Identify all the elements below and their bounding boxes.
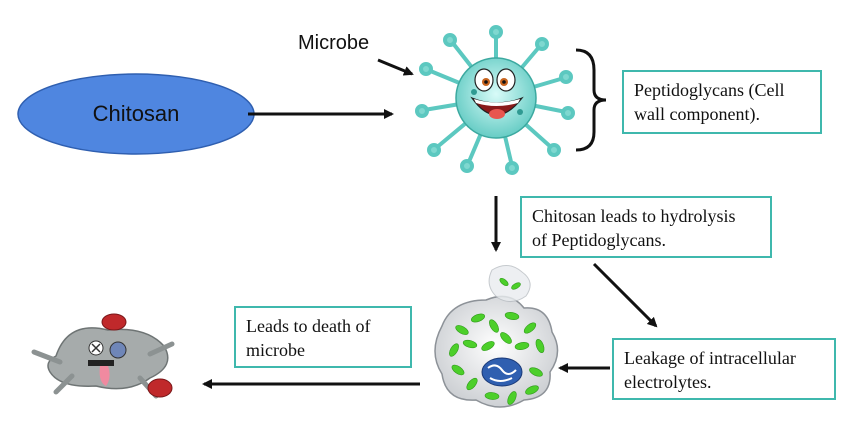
leakage-line-2: electrolytes.	[624, 372, 712, 392]
peptidoglycans-box: Peptidoglycans (Cell wall component).	[622, 70, 822, 134]
nucleus-icon	[481, 357, 523, 387]
death-line-2: microbe	[246, 340, 305, 360]
arrow-label-to-microbe	[377, 58, 414, 76]
microbe-label: Microbe	[298, 32, 370, 54]
death-line-1: Leads to death of	[246, 316, 371, 336]
peptidoglycans-line-1: Peptidoglycans (Cell	[634, 80, 785, 100]
leakage-box: Leakage of intracellular electrolytes.	[612, 338, 836, 400]
lysed-cell-icon	[434, 265, 559, 408]
leakage-line-1: Leakage of intracellular	[624, 348, 796, 368]
arrow-to-leakage	[592, 262, 658, 328]
hydrolysis-line-1: Chitosan leads to hydrolysis	[532, 206, 736, 226]
peptidoglycans-line-2: wall component).	[634, 104, 760, 124]
death-box: Leads to death of microbe	[234, 306, 412, 368]
cell-wall-bracket	[575, 48, 607, 152]
hydrolysis-line-2: of Peptidoglycans.	[532, 230, 666, 250]
chitosan-label: Chitosan	[92, 101, 180, 126]
hydrolysis-box: Chitosan leads to hydrolysis of Peptidog…	[520, 196, 772, 258]
dead-microbe-icon	[31, 313, 175, 399]
happy-microbe-icon	[415, 25, 575, 175]
